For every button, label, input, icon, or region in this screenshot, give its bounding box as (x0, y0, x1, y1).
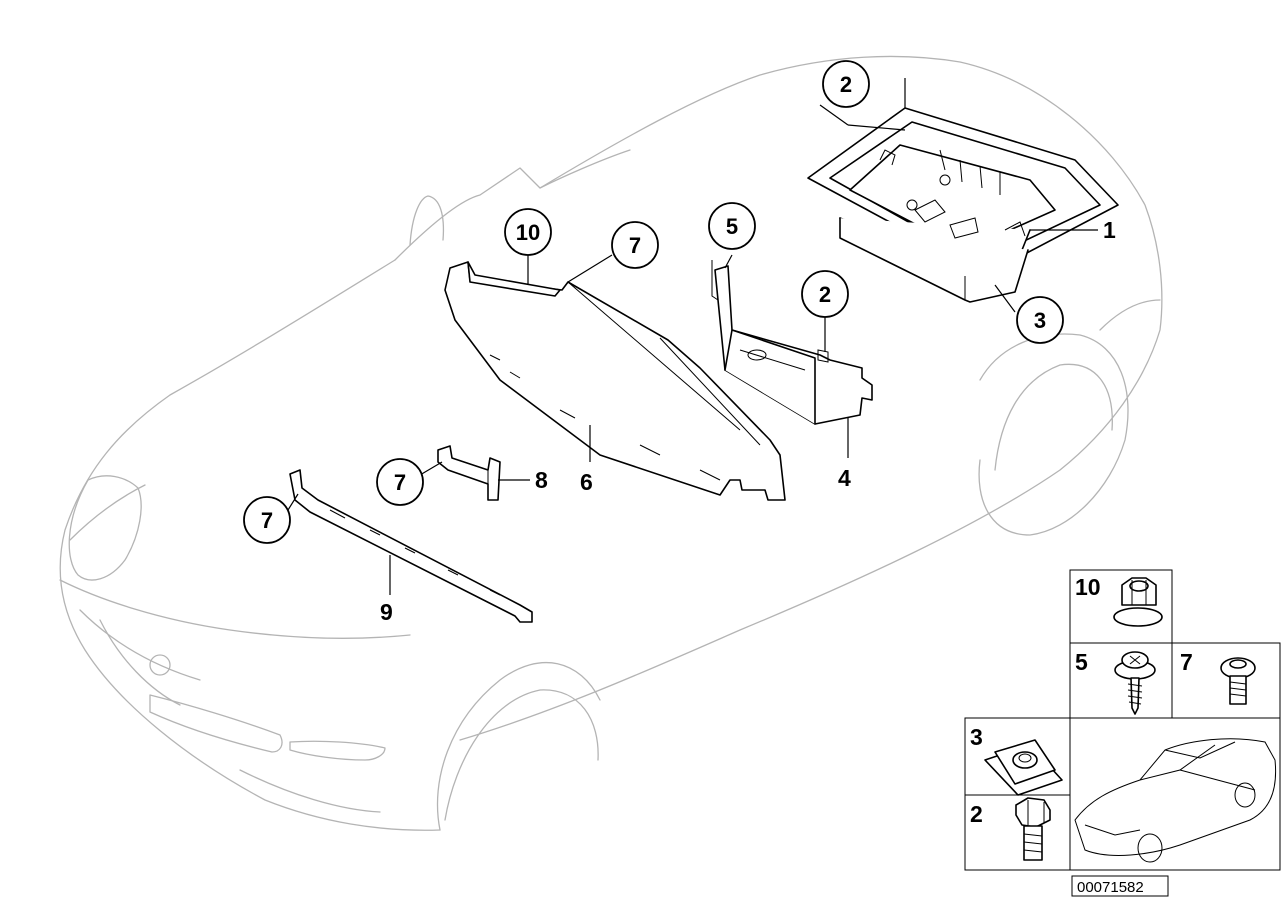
svg-text:10: 10 (516, 220, 540, 245)
screw-with-washer-icon (1114, 651, 1156, 715)
car-body-outline (59, 55, 1163, 831)
callout-7-c: 7 (243, 496, 291, 544)
fastener-legend: 10 5 7 3 2 (964, 569, 1281, 871)
part-6-side-panel (444, 261, 786, 501)
svg-text:5: 5 (726, 214, 738, 239)
vehicle-thumbnail-icon (1074, 738, 1277, 863)
legend-label-10: 10 (1075, 574, 1101, 600)
svg-text:7: 7 (629, 233, 641, 258)
legend-label-7: 7 (1180, 649, 1193, 675)
clip-nut-icon (984, 739, 1063, 796)
callout-5: 5 (708, 202, 756, 250)
reference-number-box: 00071582 (1071, 875, 1169, 897)
flange-nut-icon (1113, 577, 1163, 627)
part-8-small-bracket (437, 445, 501, 501)
label-1: 1 (1103, 217, 1116, 243)
svg-text:2: 2 (840, 72, 852, 97)
part-1-trunk-tray (807, 107, 1119, 303)
label-4: 4 (838, 465, 851, 491)
svg-text:7: 7 (261, 508, 273, 533)
callout-2-mid: 2 (801, 270, 849, 318)
callout-7-b: 7 (376, 458, 424, 506)
leader-lines (287, 78, 1098, 595)
legend-label-5: 5 (1075, 649, 1088, 675)
svg-text:3: 3 (1034, 308, 1046, 333)
callout-2-top: 2 (822, 60, 870, 108)
callout-3: 3 (1016, 296, 1064, 344)
label-6: 6 (580, 469, 593, 495)
label-8: 8 (535, 467, 548, 493)
svg-text:00071582: 00071582 (1077, 879, 1144, 896)
part-9-strip (289, 469, 533, 623)
hex-bolt-icon (1015, 797, 1051, 861)
torx-bolt-icon (1220, 657, 1256, 705)
legend-label-3: 3 (970, 724, 983, 750)
svg-text:7: 7 (394, 470, 406, 495)
part-4-bracket (711, 260, 873, 425)
legend-label-2: 2 (970, 801, 983, 827)
callout-10: 10 (504, 208, 552, 256)
svg-text:2: 2 (819, 282, 831, 307)
callout-7-a: 7 (611, 221, 659, 269)
label-9: 9 (380, 599, 393, 625)
